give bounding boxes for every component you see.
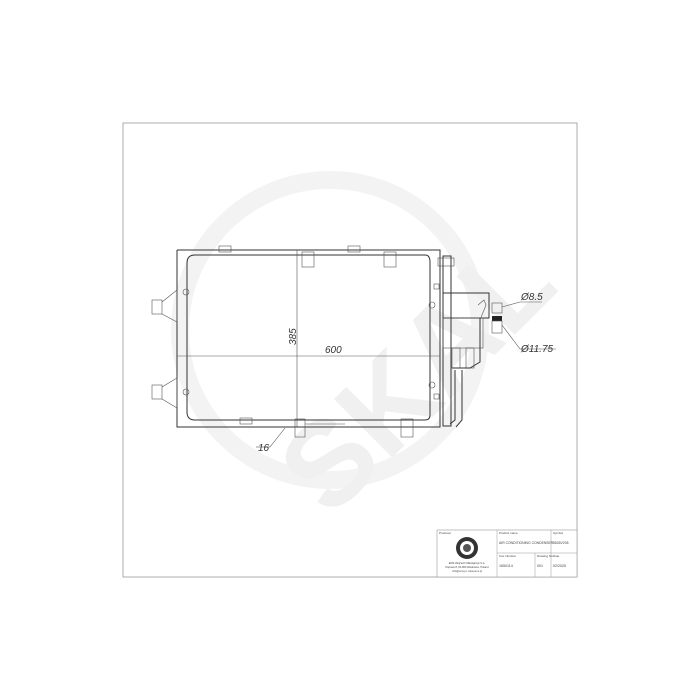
dimension-inlet-diameter: Ø11.75 [520, 344, 553, 355]
dimension-width: 600 [325, 345, 342, 356]
date-label: Date [553, 554, 560, 558]
title-block [436, 529, 578, 578]
producer-line-3: info@ems.pl, www.ems.pl [452, 569, 482, 573]
producer-line-1: EMS Wojciech Mikołajczyk S.A. [449, 561, 486, 565]
producer-line-2: Papowo 8, 81-800 Wadowice, Poland [445, 565, 489, 569]
number-label: Cat. Number [499, 554, 516, 558]
symbol-value: 8526V205 [553, 541, 569, 545]
number-value: 1650114 [499, 564, 513, 568]
product-name: AIR CONDITIONING CONDENSER [499, 541, 554, 545]
product-name-label: Product name [499, 531, 518, 535]
drawing-no-value: 001 [537, 564, 543, 568]
receiver-drier-pipes [437, 255, 503, 428]
dimension-height: 385 [288, 328, 299, 345]
dimension-thickness: 16 [258, 443, 270, 454]
date-value: 02/2025 [553, 564, 566, 568]
drawing-no-label: Drawing No. [537, 554, 554, 558]
dimension-outlet-diameter: Ø8.5 [520, 292, 543, 303]
condenser-frame [151, 245, 441, 438]
watermark-logo: SKAL [171, 171, 580, 538]
symbol-label: Symbol [553, 531, 563, 535]
svg-text:SKAL: SKAL [254, 212, 580, 538]
dimension-lines [177, 250, 556, 448]
producer-label: Producer [439, 531, 451, 535]
sheet-border [122, 122, 578, 578]
